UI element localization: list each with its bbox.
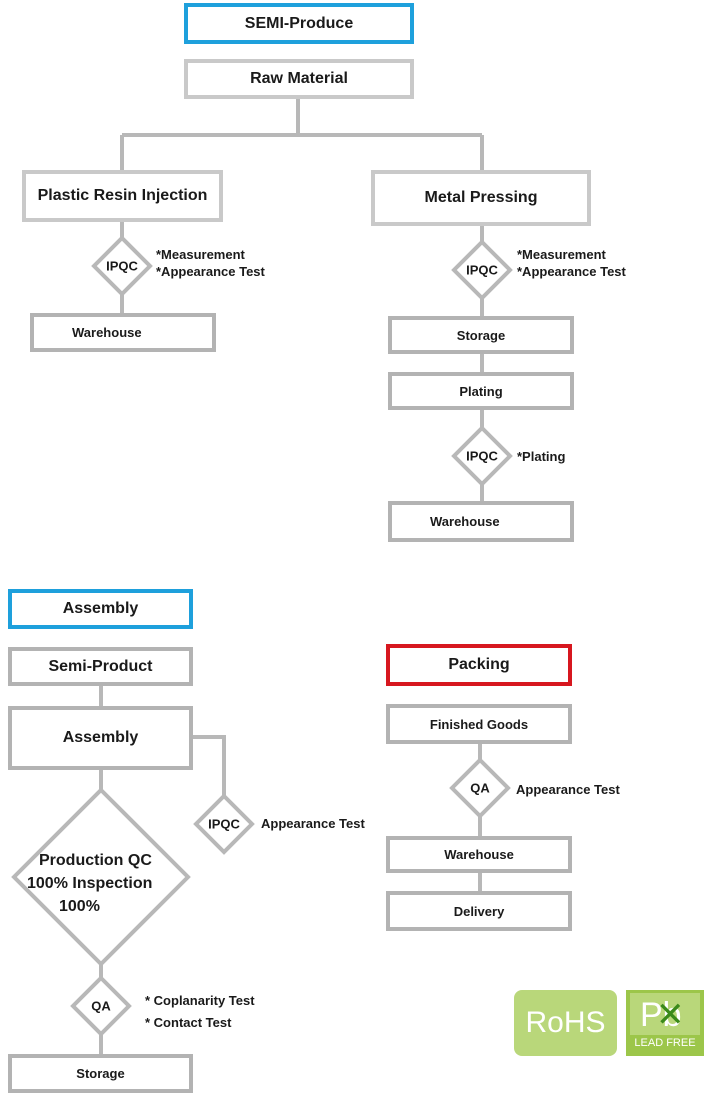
pb-letters: Pb: [640, 996, 682, 1034]
production-qc-diamond: [11, 787, 191, 967]
plating-box: Plating: [388, 372, 574, 410]
inspection-line: 100% Inspection: [27, 875, 153, 892]
packing-header: Packing: [386, 644, 572, 686]
semi-produce-header: SEMI-Produce: [184, 3, 414, 44]
qa-note: Appearance Test: [516, 782, 620, 797]
note-contact: * Contact Test: [145, 1015, 232, 1030]
ipqc-diamond: [193, 793, 255, 855]
qa-diamond: [449, 757, 511, 819]
ipqc-label: IPQC: [466, 262, 498, 278]
percent-line: 100%: [59, 898, 100, 915]
connector-line: [193, 735, 226, 796]
assembly-box: Assembly: [8, 706, 193, 770]
note-appearance-test: *Appearance Test: [156, 264, 265, 279]
metal-pressing-box: Metal Pressing: [371, 170, 591, 226]
qa-label: QA: [470, 780, 490, 796]
lead-free-caption: LEAD FREE: [634, 1037, 696, 1049]
ipqc-notes: *Measurement *Appearance Test: [156, 246, 265, 280]
ipqc-note: Appearance Test: [261, 816, 365, 831]
ipqc-diamond: [91, 235, 153, 297]
qa-label: QA: [91, 998, 111, 1014]
warehouse-box: Warehouse: [30, 313, 216, 352]
lead-free-badge: Pb ✕ LEAD FREE: [626, 990, 704, 1056]
cross-icon: ✕: [656, 996, 685, 1034]
ipqc-label: IPQC: [208, 816, 240, 832]
ipqc-notes: *Measurement *Appearance Test: [517, 246, 626, 280]
warehouse-box: Warehouse: [386, 836, 572, 873]
ipqc-diamond: [451, 239, 513, 301]
note-coplanarity: * Coplanarity Test: [145, 993, 255, 1008]
production-qc-text: Production QC 100% Inspection 100%: [27, 849, 152, 918]
rohs-badge: RoHS: [514, 990, 617, 1056]
finished-goods-box: Finished Goods: [386, 704, 572, 744]
plastic-resin-injection-box: Plastic Resin Injection: [22, 170, 223, 222]
ipqc-label: IPQC: [466, 448, 498, 464]
raw-material-box: Raw Material: [184, 59, 414, 99]
storage-box: Storage: [388, 316, 574, 354]
note-appearance-test: *Appearance Test: [517, 264, 626, 279]
ipqc-label: IPQC: [106, 258, 138, 274]
plating-note: *Plating: [517, 449, 566, 464]
qa-notes: * Coplanarity Test * Contact Test: [145, 990, 255, 1034]
production-qc-line: Production QC: [39, 852, 152, 869]
ipqc-diamond: [451, 425, 513, 487]
semi-product-box: Semi-Product: [8, 647, 193, 686]
lead-free-panel: Pb ✕: [630, 993, 700, 1035]
assembly-header: Assembly: [8, 589, 193, 629]
warehouse-box: Warehouse: [388, 501, 574, 542]
storage-box: Storage: [8, 1054, 193, 1093]
delivery-box: Delivery: [386, 891, 572, 931]
qa-diamond: [70, 975, 132, 1037]
note-measurement: *Measurement: [517, 247, 606, 262]
note-measurement: *Measurement: [156, 247, 245, 262]
